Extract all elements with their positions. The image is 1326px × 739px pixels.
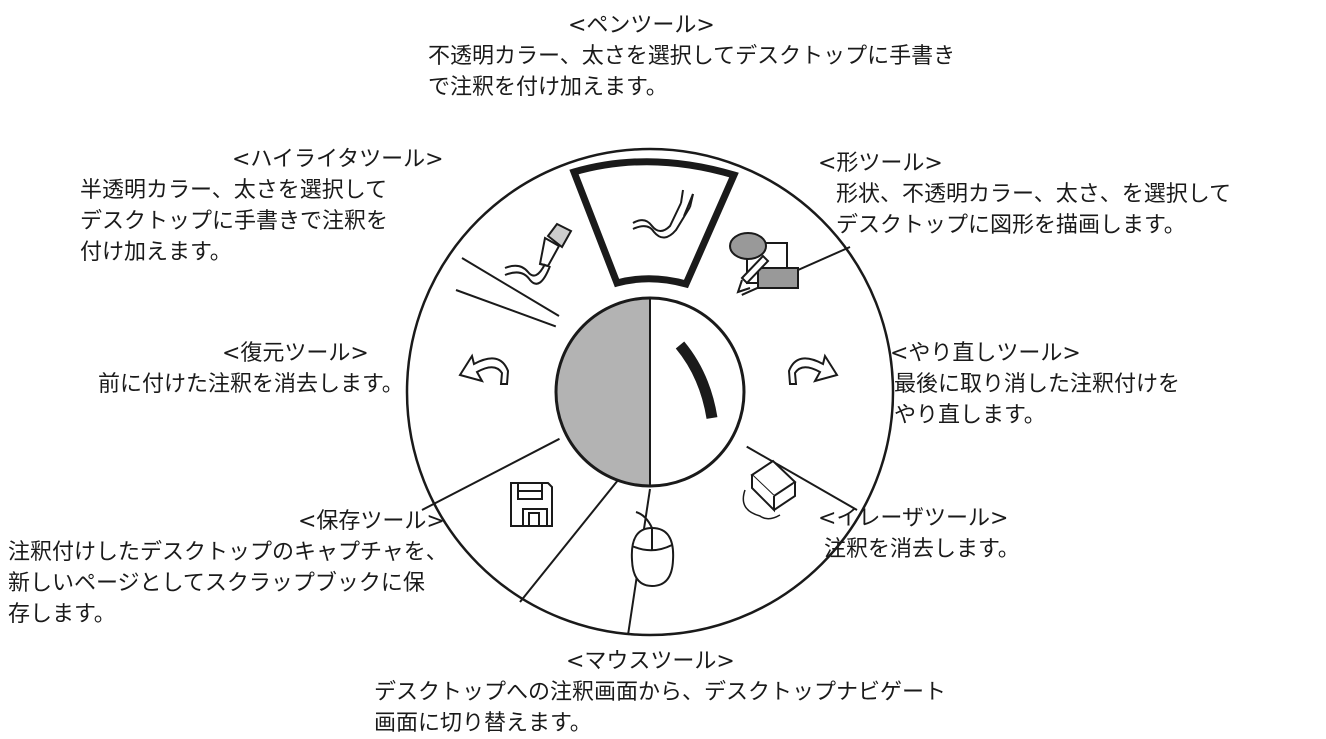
highlighter-icon[interactable] xyxy=(504,222,573,285)
highlighter-tool-desc-1: 半透明カラー、太さを選択して xyxy=(80,178,388,203)
tool-sector-pen[interactable] xyxy=(569,158,739,289)
undo-arrow-icon[interactable] xyxy=(458,353,510,385)
redo-tool-desc-1: 最後に取り消した注釈付けを xyxy=(894,372,1181,397)
current-color-indicator xyxy=(556,298,650,486)
eraser-tool-desc-1: 注釈を消去します。 xyxy=(824,537,1020,562)
pen-tool-desc-2: で注釈を付け加えます。 xyxy=(428,75,668,100)
eraser-tool-title: <イレーザツール> xyxy=(818,506,1009,531)
redo-tool-title: <やり直しツール> xyxy=(890,341,1081,366)
shape-tool-desc-2: デスクトップに図形を描画します。 xyxy=(836,213,1186,238)
redo-tool-desc-2: やり直します。 xyxy=(894,403,1046,428)
tool-wheel xyxy=(405,147,895,637)
undo-tool-desc-1: 前に付けた注釈を消去します。 xyxy=(98,372,404,397)
save-tool-label: <保存ツール> 注釈付けしたデスクトップのキャプチャを、 新しいページとしてスク… xyxy=(8,506,448,630)
undo-tool-title: <復元ツール> xyxy=(222,341,369,366)
shape-icon[interactable] xyxy=(729,232,799,294)
line-thickness-indicator xyxy=(675,341,718,419)
mouse-tool-desc-1: デスクトップへの注釈画面から、デスクトップナビゲート xyxy=(374,680,947,705)
redo-arrow-icon[interactable] xyxy=(787,353,839,385)
current-line-indicator-bg xyxy=(650,298,744,486)
mouse-tool-title: <マウスツール> xyxy=(566,649,735,674)
eraser-tool-label: <イレーザツール> 注釈を消去します。 xyxy=(818,503,1020,565)
mouse-tool-desc-2: 画面に切り替えます。 xyxy=(374,711,592,736)
mouse-tool-label: <マウスツール> デスクトップへの注釈画面から、デスクトップナビゲート 画面に切… xyxy=(374,646,946,739)
highlighter-tool-title: <ハイライタツール> xyxy=(232,147,444,172)
pen-tool-label: <ペンツール> 不透明カラー、太さを選択してデスクトップに手書き で注釈を付け加… xyxy=(428,10,955,103)
undo-tool-label: <復元ツール> 前に付けた注釈を消去します。 xyxy=(98,338,404,400)
highlighter-tool-desc-2: デスクトップに手書きで注釈を xyxy=(80,209,389,234)
shape-tool-title: <形ツール> xyxy=(818,151,943,176)
pen-tool-desc-1: 不透明カラー、太さを選択してデスクトップに手書き xyxy=(428,44,956,69)
save-tool-desc-1: 注釈付けしたデスクトップのキャプチャを、 xyxy=(8,540,448,565)
floppy-disk-icon[interactable] xyxy=(510,482,553,527)
save-tool-desc-3: 存します。 xyxy=(8,602,116,627)
eraser-icon[interactable] xyxy=(742,459,797,520)
pen-tool-title: <ペンツール> xyxy=(568,13,715,38)
save-tool-title: <保存ツール> xyxy=(298,509,445,534)
redo-tool-label: <やり直しツール> 最後に取り消した注釈付けを やり直します。 xyxy=(890,338,1180,431)
mouse-icon[interactable] xyxy=(630,511,675,588)
highlighter-tool-desc-3: 付け加えます。 xyxy=(80,240,232,265)
pen-icon[interactable] xyxy=(632,189,694,239)
save-tool-desc-2: 新しいページとしてスクラップブックに保 xyxy=(8,571,425,596)
shape-tool-desc-1: 形状、不透明カラー、太さ、を選択して xyxy=(836,182,1232,207)
highlighter-tool-label: <ハイライタツール> 半透明カラー、太さを選択して デスクトップに手書きで注釈を… xyxy=(80,144,444,268)
shape-tool-label: <形ツール> 形状、不透明カラー、太さ、を選択して デスクトップに図形を描画しま… xyxy=(818,148,1231,241)
